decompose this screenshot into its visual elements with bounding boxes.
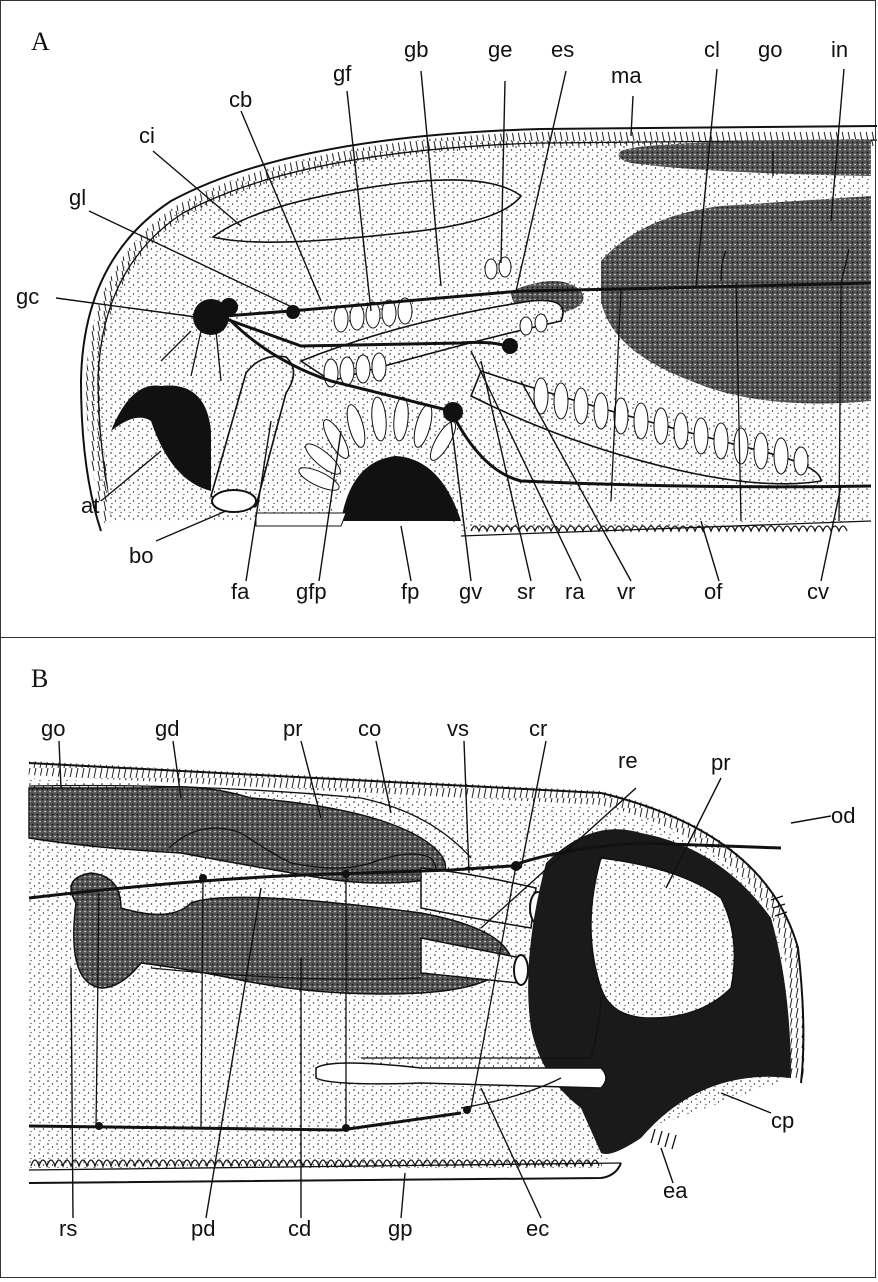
label-ge: ge	[488, 37, 512, 62]
label-vr: vr	[617, 579, 635, 604]
label-re: re	[618, 748, 638, 773]
label-ra: ra	[565, 579, 585, 604]
label-es: es	[551, 37, 574, 62]
label-ci: ci	[139, 123, 155, 148]
label-gp: gp	[388, 1216, 412, 1241]
label-gb: gb	[404, 37, 428, 62]
label-ma: ma	[611, 63, 642, 88]
anatomy-diagram-a: ma cl go in es ge gb gf cb ci gl gc at b…	[1, 1, 877, 637]
label-fp: fp	[401, 579, 419, 604]
label-at: at	[81, 493, 99, 518]
buccal-opening	[212, 490, 256, 512]
buccal-ganglion	[502, 338, 518, 354]
visceral-ganglion	[443, 402, 463, 422]
label-gc: gc	[16, 284, 39, 309]
panel-b: B	[0, 637, 876, 1278]
label-go: go	[758, 37, 782, 62]
label-od: od	[831, 803, 855, 828]
anatomy-diagram-b: go gd pr co vs cr re pr od cp ea ec gp c…	[1, 638, 877, 1277]
label-in: in	[831, 37, 848, 62]
panel-letter: A	[31, 27, 50, 57]
label-sr: sr	[517, 579, 535, 604]
label-vs: vs	[447, 716, 469, 741]
label-ea: ea	[663, 1178, 688, 1203]
label-bo: bo	[129, 543, 153, 568]
label-gl: gl	[69, 185, 86, 210]
label-gf: gf	[333, 61, 352, 86]
label-cp: cp	[771, 1108, 794, 1133]
label-cl: cl	[704, 37, 720, 62]
label-gfp: gfp	[296, 579, 327, 604]
label-fa: fa	[231, 579, 250, 604]
panel-letter: B	[31, 664, 48, 694]
label-pr2: pr	[711, 750, 731, 775]
label-cb: cb	[229, 87, 252, 112]
panel-a: A	[0, 0, 876, 638]
pedal-margin	[256, 513, 346, 526]
label-cv: cv	[807, 579, 829, 604]
label-gd: gd	[155, 716, 179, 741]
ventral-bristles	[651, 1129, 676, 1149]
label-cd: cd	[288, 1216, 311, 1241]
duct-opening-lower	[514, 955, 528, 985]
label-ec: ec	[526, 1216, 549, 1241]
label-go: go	[41, 716, 65, 741]
label-co: co	[358, 716, 381, 741]
label-cr: cr	[529, 716, 547, 741]
label-pr: pr	[283, 716, 303, 741]
label-pd: pd	[191, 1216, 215, 1241]
label-of: of	[704, 579, 723, 604]
label-rs: rs	[59, 1216, 77, 1241]
label-gv: gv	[459, 579, 482, 604]
